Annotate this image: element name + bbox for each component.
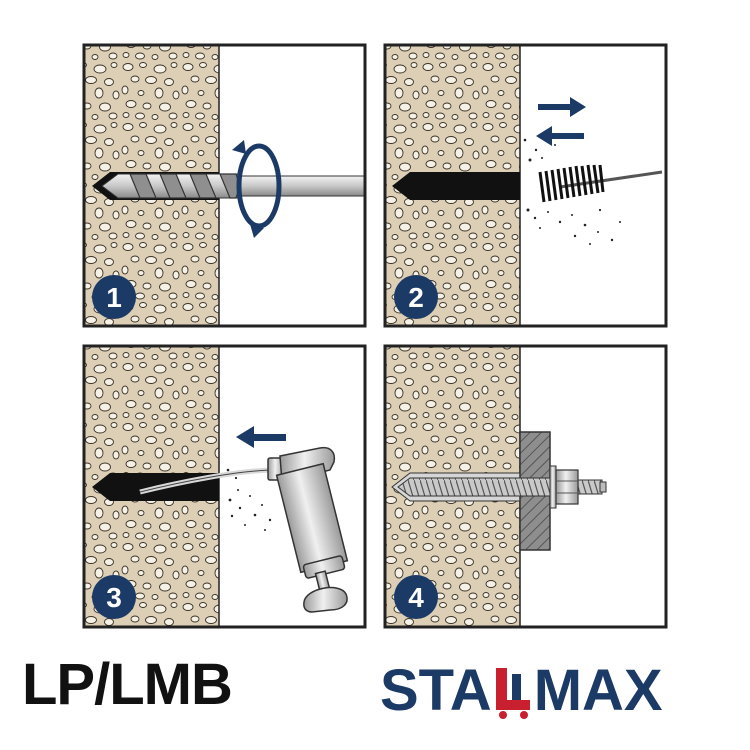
step-3-badge: 3 [92,575,136,619]
product-code: LP/LMB [22,652,233,717]
back-forth-arrows-icon [536,97,586,146]
insert-direction-arrow-icon [236,426,286,448]
step-1-panel: 1 [82,43,367,328]
nut [555,469,579,505]
step-3-number: 3 [106,582,122,613]
brand-logo: STA MAX [380,660,663,722]
drill-bit [101,173,366,199]
step-4-panel: 4 [383,344,668,629]
step-3-panel: 3 [82,344,367,629]
step-2-panel: 2 [383,43,668,328]
dust-particles [226,468,272,531]
brand-l-mark-icon [495,668,530,719]
cleaning-brush [538,164,663,203]
brand-text-start: STA [380,658,492,723]
drill-hole [392,172,520,200]
dust-particles [523,138,621,245]
step-4-badge: 4 [394,575,438,619]
washer [549,465,557,509]
step-2-number: 2 [408,282,424,313]
rotation-arrow-icon [236,143,282,229]
step-4-number: 4 [408,582,424,613]
step-1-number: 1 [106,282,122,313]
step-1-badge: 1 [92,275,136,319]
resin-cartridge-gun [267,446,349,613]
brand-text-end: MAX [533,658,663,723]
rotation-arrowhead-icon [232,140,246,154]
step-2-badge: 2 [394,275,438,319]
